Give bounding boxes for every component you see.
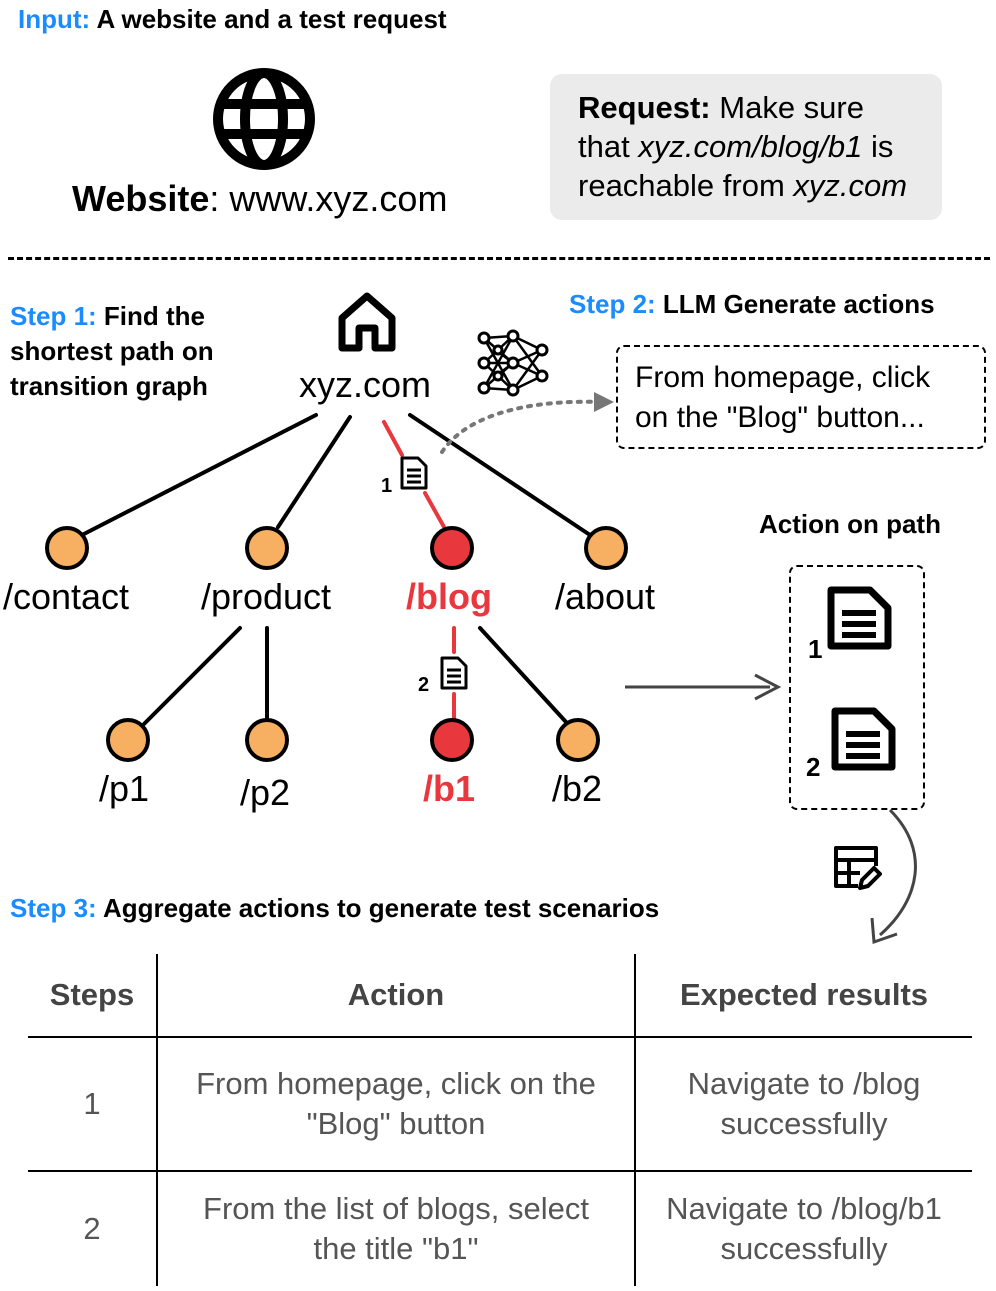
edge2-number: 2 [418, 674, 430, 696]
row1-result-line2: successfully [720, 1106, 888, 1141]
root-label: xyz.com [298, 364, 431, 405]
row1-action-line2: "Blog" button [306, 1106, 486, 1141]
label-p2: /p2 [239, 772, 291, 813]
llm-dotted-arrow [440, 399, 602, 454]
action1-document-icon [827, 586, 892, 650]
edge-root-blog-b [423, 491, 446, 529]
test-scenario-table: Steps Action Expected results 1 From hom… [28, 954, 972, 1286]
actions-to-table-arrow [879, 808, 917, 937]
row2-result-line2: successfully [720, 1231, 888, 1266]
action2-number: 2 [806, 752, 821, 782]
request-source-url: xyz.com [793, 168, 908, 203]
table-header-row: Steps Action Expected results [28, 954, 972, 1038]
row2-result: Navigate to /blog/b1 successfully [635, 1171, 972, 1286]
edge1-number: 1 [381, 475, 393, 497]
edge1-document-icon [400, 456, 428, 490]
row1-action: From homepage, click on the "Blog" butto… [157, 1037, 636, 1172]
row2-action-line2: the title "b1" [313, 1231, 479, 1266]
edge-root-contact [80, 413, 318, 537]
row2-result-line1: Navigate to /blog/b1 [666, 1191, 942, 1226]
step1-title: Step 1: Find the shortest path on transi… [10, 299, 214, 404]
step1-line2: shortest path on [10, 336, 214, 366]
node-p1 [106, 718, 150, 762]
label-p1: /p1 [98, 768, 150, 809]
llm-output-line1: From homepage, click [635, 361, 931, 394]
request-line1: Make sure [719, 90, 864, 125]
actions-to-table-arrow-head [870, 917, 898, 945]
input-heading-text: A website and a test request [96, 4, 447, 34]
node-contact [45, 526, 89, 570]
step2-text: LLM Generate actions [662, 289, 935, 319]
request-line2-a: that [578, 129, 630, 164]
section-divider [8, 257, 990, 260]
action-on-path-title: Action on path [759, 509, 941, 539]
request-line2-c: is [870, 129, 894, 164]
label-contact: /contact [2, 576, 130, 617]
label-b1: /b1 [422, 768, 475, 809]
label-b2: /b2 [551, 768, 603, 809]
action1-number: 1 [808, 634, 823, 664]
llm-output-line2: on the "Blog" button... [635, 401, 925, 434]
neural-network-icon [477, 329, 549, 397]
step1-prefix: Step 1: [10, 301, 97, 331]
step3-title: Step 3: Aggregate actions to generate te… [10, 893, 659, 924]
llm-output-box: From homepage, click on the "Blog" butto… [616, 345, 986, 449]
edge2-document-icon [440, 656, 468, 690]
step3-text: Aggregate actions to generate test scena… [102, 893, 660, 923]
header-expected-results: Expected results [635, 954, 972, 1038]
label-blog: /blog [406, 576, 492, 617]
row1-result: Navigate to /blog successfully [635, 1037, 972, 1172]
label-product: /product [200, 576, 332, 617]
website-label: Website [72, 178, 210, 219]
edge-blog-b2 [478, 626, 568, 724]
step2-title: Step 2: LLM Generate actions [569, 289, 935, 320]
website-line: Website: www.xyz.com [72, 178, 447, 220]
table-row: 1 From homepage, click on the "Blog" but… [28, 1037, 972, 1172]
header-steps: Steps [28, 954, 158, 1038]
row1-result-line1: Navigate to /blog [687, 1066, 921, 1101]
action2-document-icon [831, 707, 896, 771]
row1-action-line1: From homepage, click on the [196, 1066, 596, 1101]
node-about [584, 526, 628, 570]
step3-prefix: Step 3: [10, 893, 97, 923]
request-line3-a: reachable from [578, 168, 785, 203]
node-b1 [430, 718, 474, 762]
globe-icon [213, 68, 315, 170]
edge-root-product [276, 415, 352, 529]
row2-action-line1: From the list of blogs, select [203, 1191, 589, 1226]
request-label: Request: [578, 90, 711, 125]
node-blog [430, 526, 474, 570]
node-b2 [556, 718, 600, 762]
llm-arrow-head [594, 392, 614, 412]
edge-root-about [408, 413, 592, 537]
action-on-path-box [789, 565, 925, 810]
input-heading: Input: A website and a test request [18, 4, 447, 35]
node-product [245, 526, 289, 570]
header-action: Action [157, 954, 636, 1038]
table-row: 2 From the list of blogs, select the tit… [28, 1171, 972, 1286]
step1-line1: Find the [103, 301, 206, 331]
input-heading-prefix: Input: [18, 4, 91, 34]
edge-product-p1 [142, 626, 242, 726]
step1-line3: transition graph [10, 371, 208, 401]
request-box: Request: Make sure that xyz.com/blog/b1 … [550, 74, 942, 220]
home-icon [338, 292, 396, 352]
website-sep: : [209, 178, 220, 219]
path-to-actions-arrow-head [754, 673, 782, 701]
website-url: www.xyz.com [229, 178, 448, 219]
request-target-url: xyz.com/blog/b1 [638, 129, 863, 164]
label-about: /about [554, 576, 656, 617]
edge-root-blog-a [382, 420, 404, 457]
step2-prefix: Step 2: [569, 289, 656, 319]
table-edit-icon [834, 846, 882, 890]
node-p2 [245, 718, 289, 762]
row1-step: 1 [28, 1037, 158, 1172]
row2-action: From the list of blogs, select the title… [157, 1171, 636, 1286]
row2-step: 2 [28, 1171, 158, 1286]
